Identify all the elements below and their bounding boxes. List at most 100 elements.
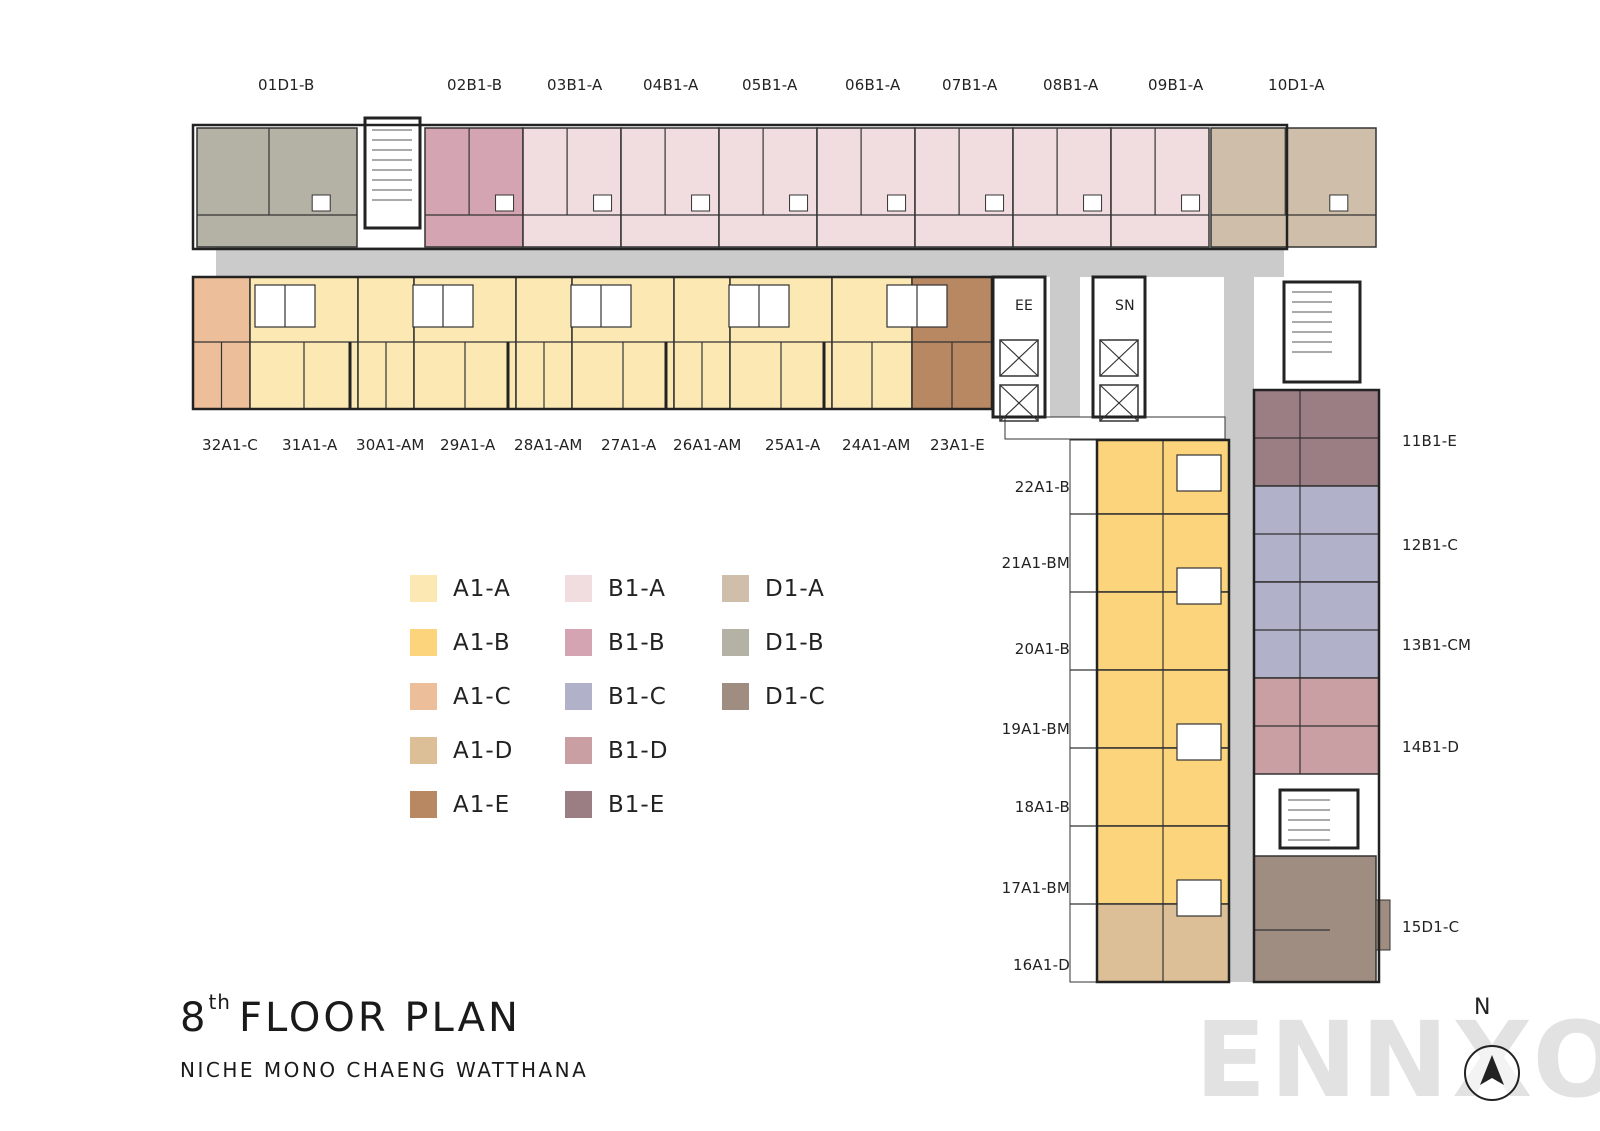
unit-15D1-C: [1253, 855, 1377, 983]
unit-label-18A1-B: 18A1-B: [1014, 798, 1070, 816]
unit-label-05B1-A: 05B1-A: [742, 76, 798, 94]
ee-room-label: EE: [1015, 298, 1034, 314]
bathroom-pod: [1176, 879, 1222, 917]
unit-label-23A1-E: 23A1-E: [930, 436, 985, 454]
legend-swatch: [565, 683, 592, 710]
unit-label-19A1-BM: 19A1-BM: [1001, 720, 1070, 738]
corridor-horizontal: [216, 247, 1284, 277]
unit-label-30A1-AM: 30A1-AM: [356, 436, 425, 454]
legend-item-a1-d: A1-D: [410, 737, 513, 764]
legend-item-d1-c: D1-C: [722, 683, 826, 710]
legend-swatch: [565, 629, 592, 656]
unit-label-12B1-C: 12B1-C: [1402, 536, 1459, 554]
legend-swatch: [722, 629, 749, 656]
unit-label-26A1-AM: 26A1-AM: [673, 436, 742, 454]
outer-wall-right-wing: [1252, 388, 1381, 984]
legend-swatch: [565, 737, 592, 764]
unit-label-14B1-D: 14B1-D: [1402, 738, 1460, 756]
unit-label-25A1-A: 25A1-A: [765, 436, 821, 454]
north-arrow-icon: [1464, 1045, 1520, 1101]
unit-label-09B1-A: 09B1-A: [1148, 76, 1204, 94]
legend-item-b1-b: B1-B: [565, 629, 666, 656]
legend-label: D1-C: [765, 683, 826, 710]
unit-03B1-A: [522, 127, 622, 248]
bathroom-fixture: [985, 194, 1005, 212]
project-name: NICHE MONO CHAENG WATTHANA: [180, 1058, 589, 1082]
unit-label-02B1-B: 02B1-B: [447, 76, 503, 94]
unit-label-22A1-B: 22A1-B: [1014, 478, 1070, 496]
legend-label: B1-A: [608, 575, 666, 602]
unit-05B1-A: [718, 127, 818, 248]
bathroom-fixture: [311, 194, 331, 212]
title-text: FLOOR PLAN: [238, 995, 521, 1041]
unit-08B1-A: [1012, 127, 1112, 248]
legend-label: B1-D: [608, 737, 669, 764]
legend-item-d1-b: D1-B: [722, 629, 825, 656]
corridor-layer: [216, 247, 1284, 982]
unit-label-24A1-AM: 24A1-AM: [842, 436, 911, 454]
legend-label: D1-B: [765, 629, 825, 656]
bathroom-fixture: [1329, 194, 1349, 212]
unit-label-32A1-C: 32A1-C: [202, 436, 258, 454]
page-title: 8th FLOOR PLAN: [180, 990, 521, 1041]
legend-swatch: [565, 791, 592, 818]
stair-core-bottom: [1278, 788, 1360, 850]
unit-01D1-B: [196, 127, 358, 248]
outer-wall-left-wing: [1095, 438, 1231, 984]
legend-label: A1-C: [453, 683, 512, 710]
details-layer: [191, 123, 1381, 984]
bathroom-fixture: [887, 194, 907, 212]
legend-item-a1-a: A1-A: [410, 575, 511, 602]
lift-car: [1099, 339, 1139, 377]
unit-09B1-A: [1110, 127, 1210, 248]
legend-item-b1-d: B1-D: [565, 737, 668, 764]
watermark-text: ENNXO: [1195, 999, 1600, 1121]
legend-swatch: [722, 575, 749, 602]
bathroom-pod: [1176, 567, 1222, 605]
north-label: N: [1474, 995, 1491, 1020]
unit-label-15D1-C: 15D1-C: [1402, 918, 1460, 936]
unit-label-29A1-A: 29A1-A: [440, 436, 496, 454]
legend-label: B1-E: [608, 791, 666, 818]
bathroom-fixture: [1181, 194, 1201, 212]
bathroom-fixture: [1083, 194, 1103, 212]
unit-02B1-B: [424, 127, 524, 248]
unit-label-31A1-A: 31A1-A: [282, 436, 338, 454]
unit-label-01D1-B: 01D1-B: [258, 76, 315, 94]
bathroom-fixture: [495, 194, 515, 212]
lift-car: [999, 384, 1039, 422]
legend-label: A1-B: [453, 629, 511, 656]
bathroom-pod: [1176, 454, 1222, 492]
bathroom-pod: [1176, 723, 1222, 761]
legend-label: A1-D: [453, 737, 514, 764]
unit-label-08B1-A: 08B1-A: [1043, 76, 1099, 94]
legend-item-a1-e: A1-E: [410, 791, 510, 818]
bathroom-fixture: [789, 194, 809, 212]
unit-label-04B1-A: 04B1-A: [643, 76, 699, 94]
legend-swatch: [722, 683, 749, 710]
service-core-layer: [363, 116, 1362, 850]
unit-07B1-A: [914, 127, 1014, 248]
unit-label-21A1-BM: 21A1-BM: [1001, 554, 1070, 572]
bathroom-fixture: [691, 194, 711, 212]
unit-10D1-A: [1210, 127, 1377, 248]
unit-label-06B1-A: 06B1-A: [845, 76, 901, 94]
legend-item-b1-a: B1-A: [565, 575, 666, 602]
bathroom-fixture: [593, 194, 613, 212]
unit-label-13B1-CM: 13B1-CM: [1402, 636, 1472, 654]
legend-swatch: [410, 791, 437, 818]
floor-ordinal-suffix: th: [208, 990, 231, 1014]
legend-label: B1-B: [608, 629, 666, 656]
legend-item-b1-c: B1-C: [565, 683, 667, 710]
legend-item-b1-e: B1-E: [565, 791, 665, 818]
legend-label: A1-E: [453, 791, 511, 818]
unit-label-07B1-A: 07B1-A: [942, 76, 998, 94]
floor-number: 8: [180, 995, 209, 1041]
unit-06B1-A: [816, 127, 916, 248]
unit-04B1-A: [620, 127, 720, 248]
unit-label-03B1-A: 03B1-A: [547, 76, 603, 94]
unit-label-28A1-AM: 28A1-AM: [514, 436, 583, 454]
sn-room-label: SN: [1115, 298, 1135, 314]
legend-swatch: [410, 737, 437, 764]
legend-item-a1-b: A1-B: [410, 629, 511, 656]
